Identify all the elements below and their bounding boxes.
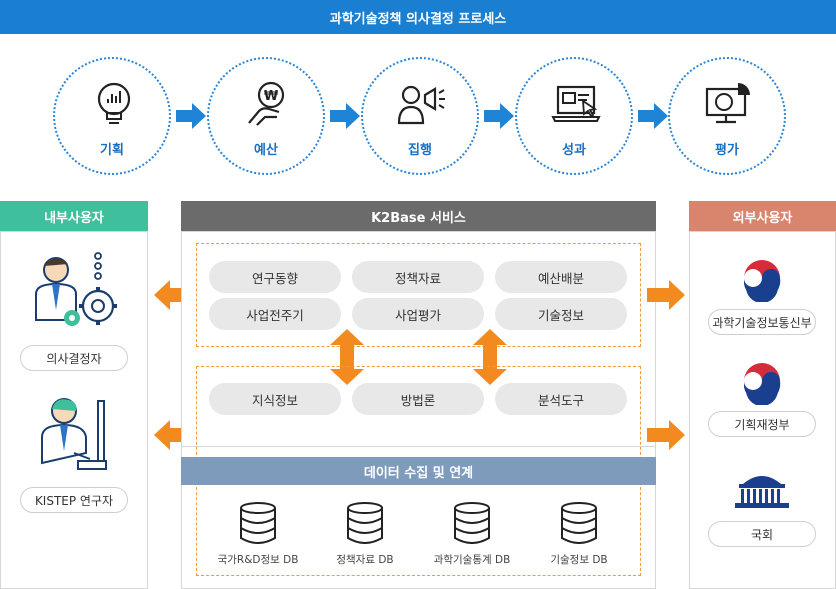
org-national-assembly[interactable]: 국회 [708,521,816,547]
db-label: 정책자료 DB [336,554,394,566]
service-project-lifecycle[interactable]: 사업전주기 [209,298,341,330]
external-users-header: 외부사용자 [689,201,836,231]
taegeuk-emblem-icon [742,260,782,302]
service-methodology[interactable]: 방법론 [352,383,484,415]
user-label: KISTEP 연구자 [34,493,114,508]
double-arrow-vertical-icon [330,329,364,385]
service-group-top [196,243,641,347]
arrow-left-icon [154,280,192,310]
service-technology-info[interactable]: 기술정보 [495,298,627,330]
database-icon [454,502,490,544]
svg-text:₩: ₩ [264,89,279,104]
person-megaphone-icon [397,85,445,125]
page-title-banner: 과학기술정책 의사결정 프로세스 [0,0,836,34]
db-label: 국가R&D정보 DB [217,554,299,566]
org-label: 과학기술정보통신부 [712,315,812,330]
lightbulb-chart-icon [97,82,131,124]
divider [181,446,656,447]
service-label: 예산배분 [537,270,584,286]
page-title: 과학기술정책 의사결정 프로세스 [329,11,507,27]
org-label: 기획재정부 [734,417,790,432]
service-knowledge-info[interactable]: 지식정보 [209,383,341,415]
process-step-label: 성과 [562,143,586,158]
process-step-execute: 집행 [361,57,479,175]
internal-users-title: 내부사용자 [44,210,104,226]
service-label: 정책자료 [394,270,441,286]
org-label: 국회 [750,527,774,542]
service-label: 분석도구 [537,392,584,408]
process-step-label: 기획 [100,143,124,158]
service-label: 연구동향 [251,270,298,286]
arrow-right-icon [647,420,685,450]
hand-won-coin-icon: ₩ [248,81,285,126]
national-assembly-icon [735,476,789,508]
arrow-right-icon [330,103,360,129]
researcher-icon [41,398,107,470]
org-msit[interactable]: 과학기술정보통신부 [708,309,816,335]
service-project-evaluation[interactable]: 사업평가 [352,298,484,330]
database-icon [561,502,597,544]
user-label: 의사결정자 [46,351,102,366]
data-collection-header: 데이터 수집 및 연계 [181,457,656,485]
process-step-result: 성과 [515,57,633,175]
monitor-pie-chart-icon [705,83,750,124]
service-budget-allocation[interactable]: 예산배분 [495,261,627,293]
arrow-right-icon [647,280,685,310]
db-label: 기술정보 DB [550,554,608,566]
service-analysis-tools[interactable]: 분석도구 [495,383,627,415]
process-step-label: 평가 [715,143,739,158]
decision-maker-icon [35,252,117,326]
arrow-right-icon [176,103,206,129]
process-step-label: 예산 [254,143,278,158]
internal-users-header: 내부사용자 [0,201,148,231]
data-collection-title: 데이터 수집 및 연계 [363,465,474,481]
service-label: 지식정보 [251,392,298,408]
service-title: K2Base 서비스 [371,210,466,226]
external-users-title: 외부사용자 [732,210,793,226]
org-moef[interactable]: 기획재정부 [708,411,816,437]
service-research-trends[interactable]: 연구동향 [209,261,341,293]
arrow-right-icon [484,103,514,129]
service-label: 사업평가 [394,307,441,323]
service-label: 방법론 [400,392,436,408]
service-label: 사업전주기 [246,307,304,323]
taegeuk-emblem-icon [742,363,782,405]
arrow-right-icon [638,103,668,129]
service-label: 기술정보 [537,307,584,323]
process-step-budget: ₩ 예산 [207,57,325,175]
db-label: 과학기술통계 DB [433,554,511,566]
double-arrow-vertical-icon [473,329,507,385]
process-step-label: 집행 [408,143,432,158]
process-step-plan: 기획 [53,57,171,175]
service-policy-materials[interactable]: 정책자료 [352,261,484,293]
database-icon [240,502,276,544]
database-icon [347,502,383,544]
user-kistep-researcher[interactable]: KISTEP 연구자 [20,487,128,513]
user-decision-maker[interactable]: 의사결정자 [20,345,128,371]
arrow-left-icon [154,420,192,450]
service-header: K2Base 서비스 [181,201,656,231]
process-step-evaluate: 평가 [668,57,786,175]
laptop-cursor-icon [551,85,601,122]
